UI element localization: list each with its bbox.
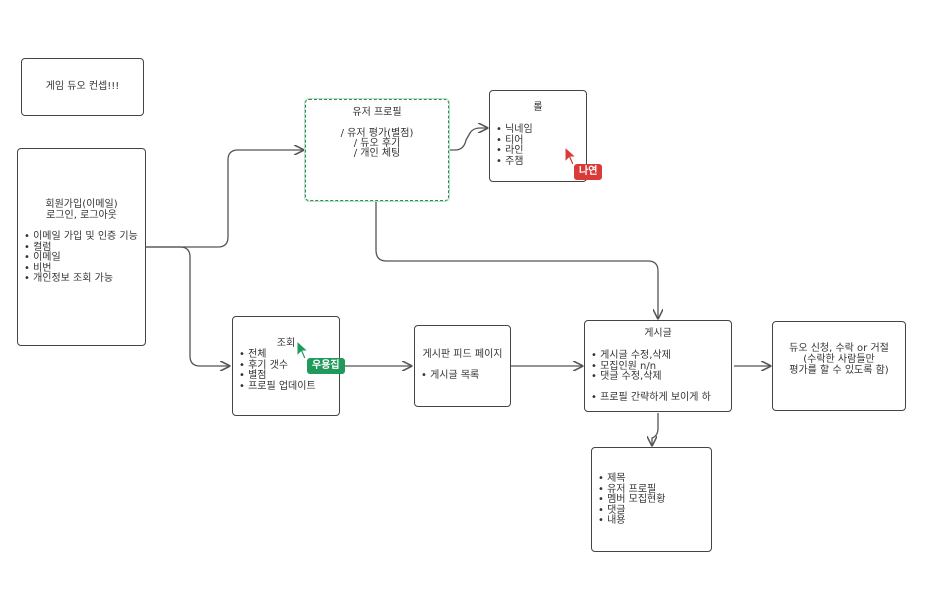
post-detail-list: 제목 유저 프로필 멤버 모집현황 댓글 내용 [598, 473, 665, 527]
post-title: 게시글 [644, 328, 672, 339]
list-item: 모집인원 n/n [591, 361, 711, 373]
lookup-title: 조회 [276, 338, 296, 349]
edge-signup-to-lookup [146, 246, 229, 366]
list-item: 프로필 간략하게 보이게 하 [591, 392, 711, 404]
list-item: 닉네임 [496, 124, 533, 136]
board-list: 게시글 목록 [421, 370, 479, 382]
cursor-arrow-icon [564, 146, 578, 166]
list-item: 프로필 업데이트 [239, 381, 316, 393]
node-board-feed[interactable]: 게시판 피드 페이지 게시글 목록 [414, 325, 511, 407]
duo-line: 듀오 신청, 수락 or 거절 [789, 343, 889, 354]
node-user-profile[interactable]: 유저 프로필 / 유저 평가(별점) / 듀오 후기 / 개인 체팅 [305, 99, 449, 201]
post-list: 게시글 수정,삭제 모집인원 n/n 댓글 수정,삭제 프로필 간략하게 보이게… [591, 350, 711, 404]
node-role[interactable]: 롤 닉네임 티어 라인 주챔 [489, 90, 587, 182]
duo-line: (수락한 사람들만 [803, 354, 875, 365]
profile-title: 유저 프로필 [352, 107, 402, 118]
list-item: 제목 [598, 473, 665, 485]
list-item: 댓글 [598, 505, 665, 517]
list-item: 게시글 수정,삭제 [591, 350, 711, 362]
list-item: 멤버 모집현황 [598, 494, 665, 506]
role-list: 닉네임 티어 라인 주챔 [496, 124, 533, 168]
board-title: 게시판 피드 페이지 [422, 349, 503, 360]
list-item: 이메일 [24, 252, 138, 264]
role-title: 롤 [533, 102, 543, 113]
cursor-arrow-icon [296, 340, 310, 360]
list-item: 라인 [496, 145, 533, 157]
list-item: 주챔 [496, 156, 533, 168]
edge-profile-to-role [449, 128, 487, 151]
list-item: 내용 [598, 515, 665, 527]
duo-line: 평가를 할 수 있도록 함) [789, 365, 889, 376]
edge-signup-to-profile [146, 150, 303, 248]
list-item: 댓글 수정,삭제 [591, 371, 711, 383]
list-item: 이메일 가입 및 인증 기능 [24, 231, 138, 243]
profile-line: / 유저 평가(별점) [340, 128, 414, 139]
lookup-list: 전체 후기 갯수 별점 프로필 업데이트 [239, 349, 316, 393]
list-item: 별점 [239, 370, 316, 382]
profile-line: / 개인 체팅 [353, 148, 401, 159]
edge-post-to-detail [652, 413, 659, 445]
collaborator-tag: 나연 [574, 164, 603, 180]
node-duo-request[interactable]: 듀오 신청, 수락 or 거절 (수락한 사람들만 평가를 할 수 있도록 함) [772, 321, 906, 411]
list-item: 티어 [496, 135, 533, 147]
list-item: 유저 프로필 [598, 484, 665, 496]
signup-title-1: 회원가입(이메일) [45, 199, 118, 210]
edge-profile-to-post [375, 202, 658, 318]
list-item: 개인정보 조회 가능 [24, 273, 138, 285]
list-item: 게시글 목록 [421, 370, 479, 382]
node-post-detail[interactable]: 제목 유저 프로필 멤버 모집현황 댓글 내용 [591, 447, 712, 552]
collaborator-tag: 우용집 [307, 358, 345, 374]
signup-list: 이메일 가입 및 인증 기능 컬럼 이메일 비번 개인정보 조회 가능 [24, 231, 138, 285]
list-item: 컬럼 [24, 242, 138, 254]
concept-title: 게임 듀오 컨셉!!! [45, 81, 120, 92]
node-signup[interactable]: 회원가입(이메일) 로그인, 로그아웃 이메일 가입 및 인증 기능 컬럼 이메… [17, 148, 146, 346]
profile-line: / 듀오 후기 [353, 138, 401, 149]
node-concept[interactable]: 게임 듀오 컨셉!!! [21, 58, 144, 116]
list-item: 비번 [24, 263, 138, 275]
signup-title-2: 로그인, 로그아웃 [46, 210, 117, 221]
node-post[interactable]: 게시글 게시글 수정,삭제 모집인원 n/n 댓글 수정,삭제 프로필 간략하게… [584, 320, 732, 412]
list-item: 전체 [239, 349, 316, 361]
list-item: 후기 갯수 [239, 360, 316, 372]
